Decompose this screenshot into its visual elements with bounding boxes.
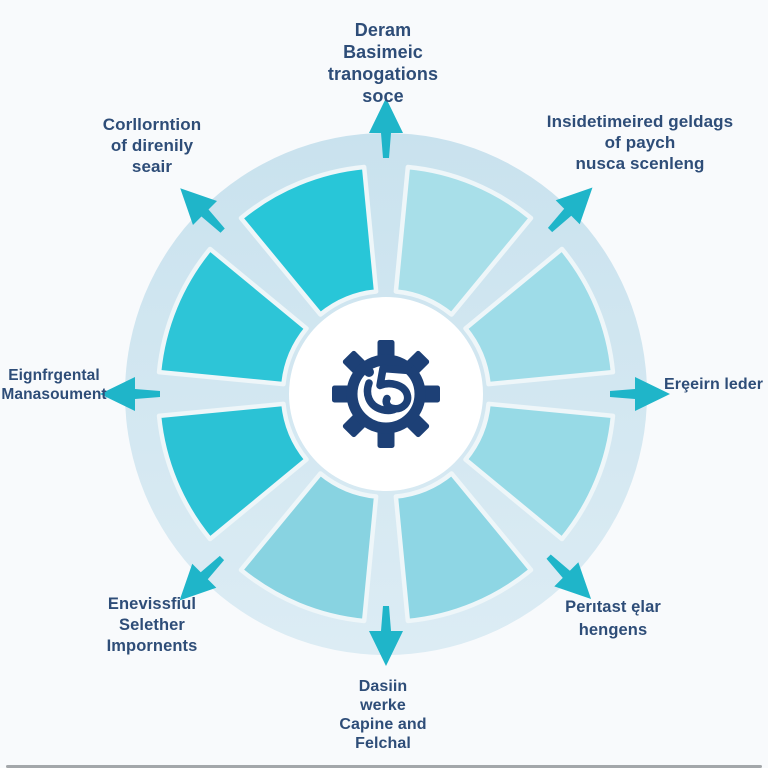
label-bottom: Dasiin werke Capine and Felchal xyxy=(339,678,427,752)
label-top-left: Corllorntion of direnily seair xyxy=(102,115,202,176)
arrow-northwest-icon xyxy=(180,188,225,233)
arrow-north-icon xyxy=(369,98,403,158)
arrow-northeast-icon xyxy=(547,187,593,233)
arrow-southeast-icon xyxy=(546,554,592,600)
wheel-segment-southwest-to-west xyxy=(156,401,309,542)
wheel-segment-northwest-to-north xyxy=(238,164,379,317)
wheel-segment-southeast-to-south xyxy=(393,471,534,624)
wheel-segment-west-to-northwest xyxy=(156,246,309,387)
wheel-segment-east-to-southeast xyxy=(463,401,616,542)
label-bottom-left: Enevissfiul Selether Impornents xyxy=(106,595,198,655)
center-circle xyxy=(289,297,483,491)
arrow-southwest-icon xyxy=(179,555,225,601)
wheel-segment-northeast-to-east xyxy=(463,246,616,387)
arrow-south-icon xyxy=(369,606,403,666)
label-right: Erȩeirn leder xyxy=(664,376,764,393)
label-top: Deram Basimeic tranogations soce xyxy=(327,20,439,106)
arrow-east-icon xyxy=(610,377,670,411)
label-bottom-right: Perıtast ęlar hengens xyxy=(565,598,661,639)
gear-i5-icon xyxy=(332,340,440,448)
arrow-west-icon xyxy=(100,377,160,411)
label-left: Eignfrgental Manasoument xyxy=(1,367,107,403)
bottom-edge-line xyxy=(6,765,762,768)
label-top-right: Insidetimeired geldags of paych nusca sc… xyxy=(546,112,734,173)
wheel-segment-north-to-northeast xyxy=(393,164,534,317)
wheel-segment-south-to-southwest xyxy=(238,471,379,624)
